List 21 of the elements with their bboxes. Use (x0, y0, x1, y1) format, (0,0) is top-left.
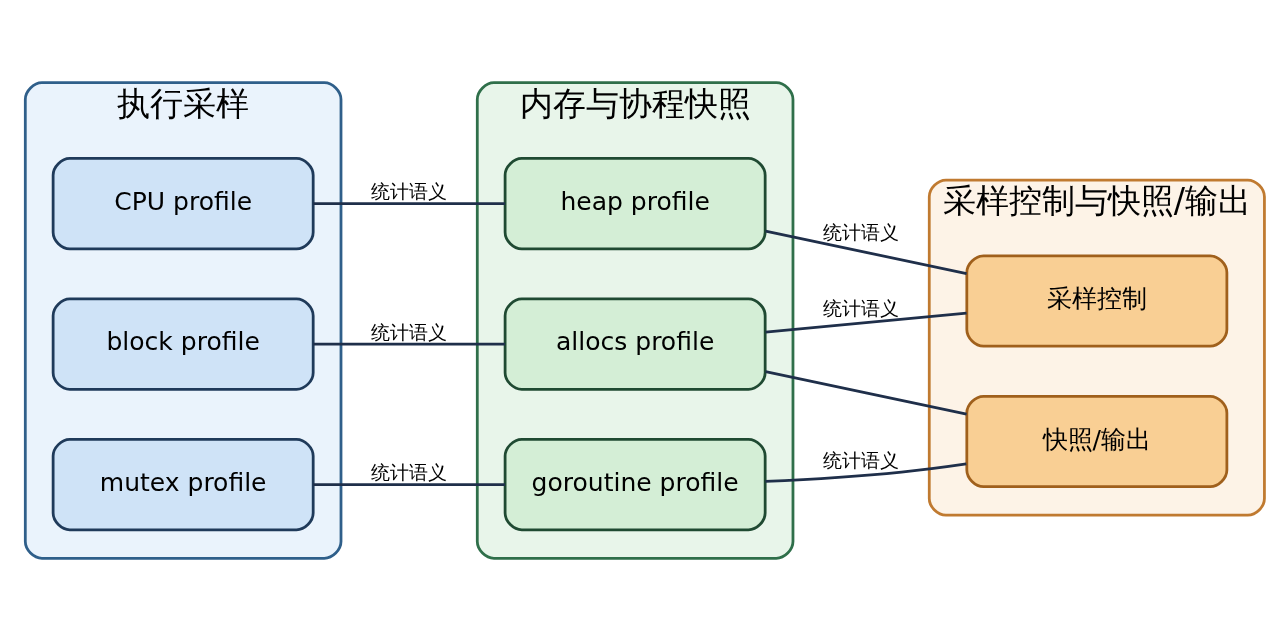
connector (313, 201, 505, 205)
edge-label: 统计语义 (371, 320, 448, 344)
connector (313, 482, 505, 486)
edge-label: 统计语义 (823, 448, 900, 472)
node-box: 快照/输出 (965, 394, 1229, 488)
edge-label: 统计语义 (371, 460, 448, 484)
node-box: 采样控制 (965, 253, 1229, 348)
connector (765, 311, 967, 333)
node-box: CPU profile (51, 156, 315, 250)
connector (765, 369, 967, 415)
edge-label: 统计语义 (823, 220, 900, 244)
connector (313, 342, 505, 346)
node-box: block profile (51, 297, 315, 391)
connector (765, 462, 967, 483)
edge-label: 统计语义 (823, 296, 900, 320)
edge-label: 统计语义 (371, 179, 448, 203)
node-box: allocs profile (503, 297, 767, 391)
node-box: mutex profile (51, 437, 315, 531)
node-box: heap profile (503, 156, 767, 250)
connector (765, 229, 967, 275)
node-box: goroutine profile (503, 437, 767, 531)
